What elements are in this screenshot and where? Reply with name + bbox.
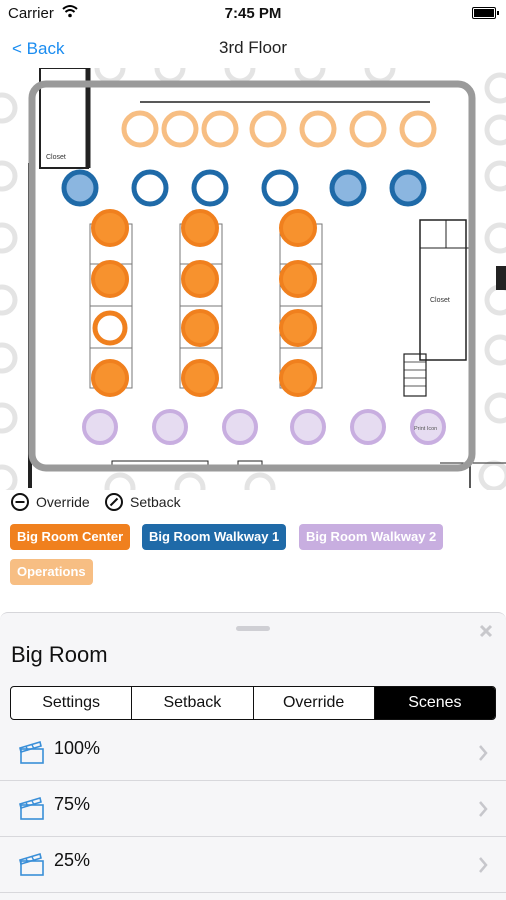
battery-icon xyxy=(472,7,499,19)
close-icon[interactable] xyxy=(478,623,494,639)
chip-big-room-walkway-1[interactable]: Big Room Walkway 1 xyxy=(142,524,287,550)
fixture[interactable] xyxy=(92,310,128,346)
back-button[interactable]: < Back xyxy=(12,39,65,58)
chip-operations[interactable]: Operations xyxy=(10,559,93,585)
fixture[interactable] xyxy=(131,169,169,207)
chip-big-room-walkway-2[interactable]: Big Room Walkway 2 xyxy=(299,524,444,550)
clapperboard-icon xyxy=(19,852,44,876)
tab-settings[interactable]: Settings xyxy=(42,694,101,711)
override-icon xyxy=(11,493,29,511)
chip-big-room-center[interactable]: Big Room Center xyxy=(10,524,131,550)
tab-override[interactable]: Override xyxy=(252,687,374,719)
fixture[interactable] xyxy=(181,260,219,298)
fixture[interactable] xyxy=(290,409,326,445)
fixture[interactable] xyxy=(61,169,99,207)
room-title: Big Room xyxy=(11,642,108,667)
tab-bar: Settings Setback Override Scenes xyxy=(10,686,496,720)
room-selection-outline[interactable] xyxy=(28,80,476,472)
fixture[interactable] xyxy=(82,409,118,445)
wifi-icon xyxy=(62,5,78,18)
scene-row-25[interactable]: 25% xyxy=(0,837,506,893)
legend-setback-label: Setback xyxy=(130,494,181,510)
print-icon-label: Print Icon xyxy=(414,426,437,432)
fixture[interactable] xyxy=(91,359,129,397)
chevron-right-icon xyxy=(479,801,488,817)
fixture[interactable] xyxy=(181,209,219,247)
legend-override: Override xyxy=(10,492,90,512)
scene-label: 100% xyxy=(54,738,101,758)
fixture[interactable] xyxy=(299,110,337,148)
fixture[interactable] xyxy=(389,169,427,207)
fixture[interactable] xyxy=(329,169,367,207)
fixture[interactable] xyxy=(249,110,287,148)
clock: 7:45 PM xyxy=(224,5,282,22)
status-bar: Carrier 7:45 PM xyxy=(0,0,506,28)
room-label-closet-left: Closet xyxy=(46,154,66,161)
fixture[interactable] xyxy=(181,309,219,347)
fixture[interactable] xyxy=(181,359,219,397)
room-label-closet-right: Closet xyxy=(430,297,450,304)
drag-handle[interactable] xyxy=(236,626,270,631)
fixture[interactable] xyxy=(261,169,299,207)
walkway1-fixtures xyxy=(61,169,427,207)
room-detail-sheet: Big Room Settings Setback Override Scene… xyxy=(0,612,506,900)
fixture[interactable] xyxy=(279,260,317,298)
scene-row-75[interactable]: 75% xyxy=(0,781,506,837)
operations-fixtures xyxy=(121,110,437,148)
tab-setback[interactable]: Setback xyxy=(131,687,252,719)
fixture[interactable] xyxy=(191,169,229,207)
chevron-right-icon xyxy=(479,745,488,761)
walkway2-fixtures xyxy=(82,409,446,445)
fixture[interactable] xyxy=(399,110,437,148)
fixture[interactable] xyxy=(410,409,446,445)
scene-row-100[interactable]: 100% xyxy=(0,725,506,781)
fixture[interactable] xyxy=(201,110,239,148)
clapperboard-icon xyxy=(19,796,44,820)
floor-plan[interactable]: Closet Closet xyxy=(0,68,506,490)
fixture[interactable] xyxy=(279,209,317,247)
fixture[interactable] xyxy=(91,260,129,298)
navigation-bar: < Back 3rd Floor xyxy=(0,28,506,68)
fixture[interactable] xyxy=(152,409,188,445)
setback-icon xyxy=(105,493,123,511)
carrier-label: Carrier xyxy=(8,5,54,22)
legend-setback: Setback xyxy=(104,492,181,512)
center-fixtures xyxy=(91,209,317,397)
clapperboard-icon xyxy=(19,740,44,764)
fixture[interactable] xyxy=(349,110,387,148)
fixture[interactable] xyxy=(350,409,386,445)
legend-override-label: Override xyxy=(36,494,90,510)
fixture[interactable] xyxy=(279,309,317,347)
chevron-right-icon xyxy=(479,857,488,873)
fixture[interactable] xyxy=(91,209,129,247)
scene-label: 75% xyxy=(54,794,91,814)
tab-scenes[interactable]: Scenes xyxy=(373,687,495,719)
fixture[interactable] xyxy=(279,359,317,397)
fixture[interactable] xyxy=(222,409,258,445)
scene-list: 100% 75% 25% xyxy=(0,725,506,893)
fixture[interactable] xyxy=(121,110,159,148)
scene-label: 25% xyxy=(54,850,91,870)
fixture[interactable] xyxy=(161,110,199,148)
page-title: 3rd Floor xyxy=(218,38,288,57)
